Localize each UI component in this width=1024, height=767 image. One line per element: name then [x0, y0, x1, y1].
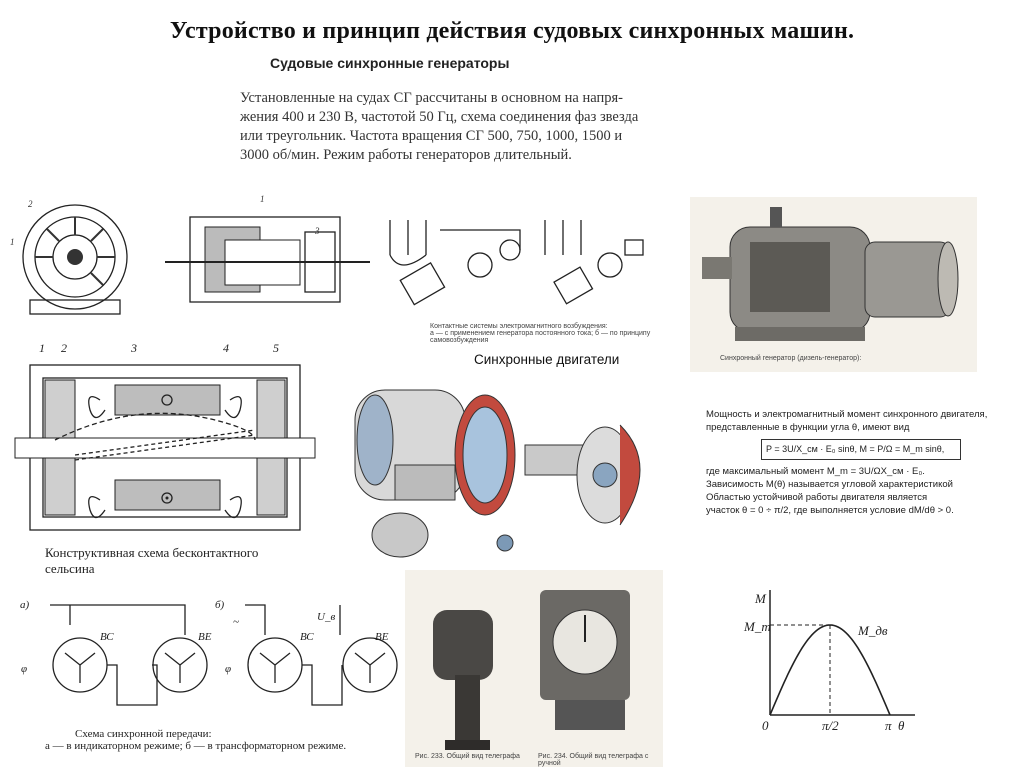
motors-label: Синхронные двигатели: [474, 352, 620, 367]
svg-text:~: ~: [233, 616, 239, 628]
graph-curve-label: M_дв: [857, 623, 888, 638]
scheme-b-label: б): [215, 599, 225, 611]
svg-text:ВС: ВС: [100, 631, 114, 643]
selsyn-construction-diagram: 1 2 3 4 5: [14, 341, 316, 531]
paragraph-line: 3000 об/мин. Режим работы генераторов дл…: [240, 147, 572, 163]
motor-formula-block: Мощность и электромагнитный момент синхр…: [706, 409, 988, 516]
exploded-motor-drawing: [354, 389, 641, 558]
paragraph-line: или треугольник. Частота вращения СГ 500…: [240, 128, 623, 144]
intro-paragraph: Установленные на судах СГ рассчитаны в о…: [240, 89, 780, 165]
graph-x-tick: π: [885, 718, 892, 733]
generator-section-drawing: 1 3: [165, 194, 370, 303]
graph-x-label: θ: [898, 718, 905, 733]
svg-text:φ: φ: [21, 663, 27, 675]
selsyn-number: 1: [39, 341, 45, 355]
selsyn-number: 5: [273, 341, 279, 355]
synchronous-transmission-diagram: а) б) ВС ВЕ ВС ВЕ φ φ U_в ~: [20, 599, 398, 706]
selsyn-caption: Конструктивная схема бесконтактного сель…: [45, 545, 259, 576]
svg-text:ВС: ВС: [300, 631, 314, 643]
page-title: Устройство и принцип действия судовых си…: [169, 18, 855, 44]
scheme-a-label: а): [20, 599, 30, 611]
excitation-caption: Контактные системы электромагнитного воз…: [430, 323, 651, 344]
selsyn-number: 2: [61, 341, 67, 355]
svg-text:ВЕ: ВЕ: [375, 631, 389, 643]
svg-text:1: 1: [10, 237, 15, 247]
angular-curve: [769, 624, 891, 716]
graph-mmax-label: M_m: [743, 619, 771, 634]
graph-x-tick: 0: [762, 718, 769, 733]
formula-box: P = 3U/X_см · E₀ sinθ, M = P/Ω = M_m sin…: [761, 439, 961, 460]
svg-text:U_в: U_в: [317, 611, 335, 623]
angular-characteristic-graph: M M_m M_дв 0 π/2 π θ: [743, 590, 915, 733]
svg-text:2: 2: [28, 199, 33, 209]
svg-text:1: 1: [260, 194, 265, 204]
svg-text:3: 3: [314, 226, 320, 236]
svg-text:ВЕ: ВЕ: [198, 631, 212, 643]
excitation-circuit-diagram: [389, 220, 644, 306]
graph-x-tick: π/2: [822, 718, 839, 733]
svg-text:φ: φ: [225, 663, 231, 675]
stator-section-diagram: 2 1: [10, 199, 128, 315]
diesel-generator-image: Синхронный генератор (дизель-генератор):: [690, 197, 977, 372]
paragraph-line: жения 400 и 230 В, частотой 50 Гц, схема…: [240, 109, 639, 125]
telegraph-photos: Рис. 233. Общий вид телеграфа Рис. 234. …: [405, 570, 663, 767]
selsyn-number: 3: [130, 341, 137, 355]
section-heading: Судовые синхронные генераторы: [270, 55, 510, 71]
transfer-caption: Схема синхронной передачи: а — в индикат…: [45, 728, 347, 752]
graph-y-label: M: [754, 591, 767, 606]
selsyn-number: 4: [223, 341, 229, 355]
paragraph-line: Установленные на судах СГ рассчитаны в о…: [240, 90, 623, 106]
